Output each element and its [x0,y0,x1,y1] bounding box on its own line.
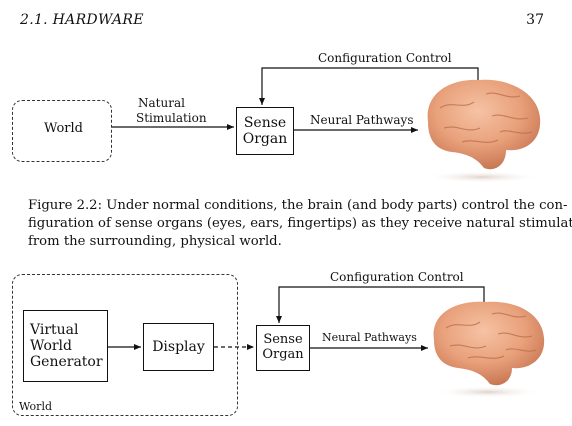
brain-icon-2 [433,301,545,398]
display-box: Display [143,323,214,371]
neural-pathways-label-2: Neural Pathways [322,331,417,344]
natural-stimulation-label-2: Stimulation [136,111,207,125]
generator-line1: Virtual [30,321,79,338]
generator-line3: Generator [30,354,103,371]
caption-line-3: from the surrounding, physical world. [28,234,282,249]
configuration-control-arrow-2 [276,286,485,323]
world-boundary [12,100,112,162]
world-boundary-2 [12,274,238,416]
sense-organ-line2: Organ [242,131,288,147]
sense-organ-line1: Sense [243,114,287,131]
caption-line-2: figuration of sense organs (eyes, ears, … [28,216,572,231]
virtual-world-generator-box: Virtual World Generator [23,310,108,382]
configuration-control-arrow [259,67,479,105]
world-label: World [44,121,83,136]
world-label-2: World [19,400,52,413]
caption-line-1: Figure 2.2: Under normal conditions, the… [28,198,568,213]
section-header: 2.1. HARDWARE [20,12,144,28]
page-number: 37 [526,12,544,28]
brain-icon [424,79,541,183]
natural-stimulation-label-1: Natural [138,96,185,110]
configuration-control-label-2: Configuration Control [330,270,464,284]
neural-pathways-label: Neural Pathways [310,113,414,127]
sense-organ-2-line2: Organ [262,347,304,362]
sense-organ-2-line1: Sense [263,332,303,348]
figure-caption: Figure 2.2: Under normal conditions, the… [28,197,572,251]
display-label: Display [152,338,205,355]
generator-line2: World [30,337,72,354]
configuration-control-label: Configuration Control [318,51,452,65]
